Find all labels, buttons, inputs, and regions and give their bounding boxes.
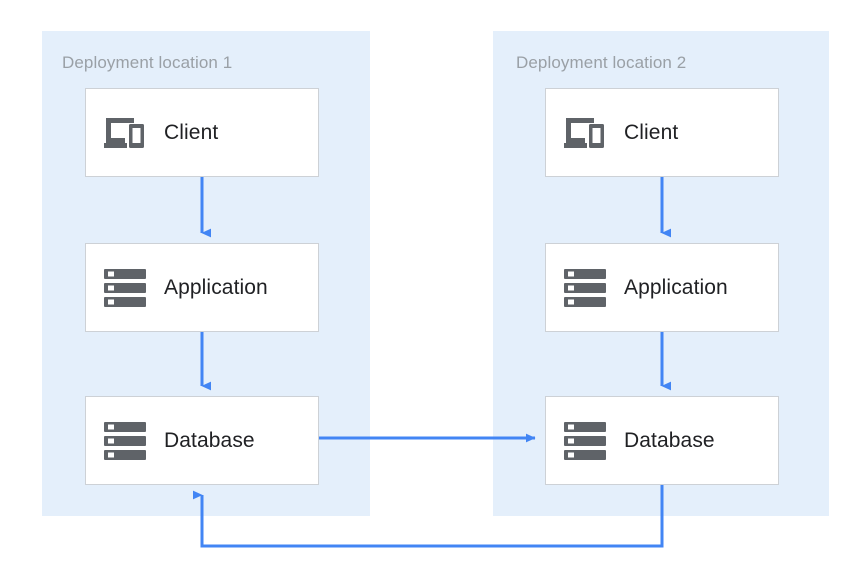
server-icon (86, 421, 164, 461)
node-application-1-label: Application (164, 275, 268, 299)
node-database-2[interactable]: Database (545, 396, 779, 485)
node-application-1[interactable]: Application (85, 243, 319, 332)
server-icon (546, 268, 624, 308)
node-client-1-label: Client (164, 120, 219, 144)
node-client-2-label: Client (624, 120, 679, 144)
zone-2-label: Deployment location 2 (516, 53, 687, 72)
zone-1-label: Deployment location 1 (62, 53, 233, 72)
node-application-2-label: Application (624, 275, 728, 299)
devices-icon (86, 116, 164, 150)
server-icon (86, 268, 164, 308)
node-client-1[interactable]: Client (85, 88, 319, 177)
node-database-1[interactable]: Database (85, 396, 319, 485)
node-application-2[interactable]: Application (545, 243, 779, 332)
node-database-1-label: Database (164, 428, 255, 452)
node-database-2-label: Database (624, 428, 715, 452)
server-icon (546, 421, 624, 461)
devices-icon (546, 116, 624, 150)
node-client-2[interactable]: Client (545, 88, 779, 177)
